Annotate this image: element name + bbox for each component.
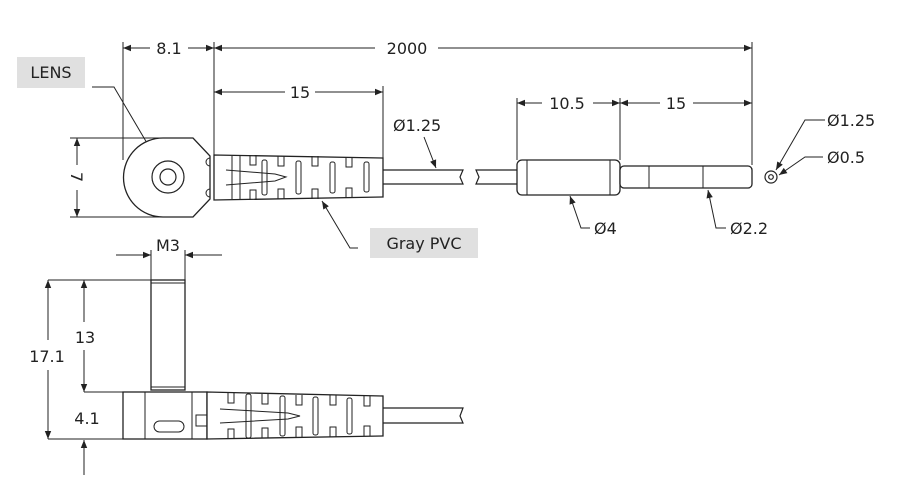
dim-thread: M3 xyxy=(156,236,180,255)
gray-pvc-leader xyxy=(321,200,358,249)
lens-inner xyxy=(159,168,177,186)
dim-thread-height: 13 xyxy=(75,328,95,347)
dim-head-height: 7 xyxy=(67,172,86,182)
head-notches xyxy=(205,157,211,198)
boot-ribs xyxy=(219,393,371,439)
dim-tube-diameter: Ø2.2 xyxy=(730,219,768,238)
dim-cable-diameter: Ø1.25 xyxy=(393,116,441,135)
lens-label-bg xyxy=(17,57,85,88)
body-slot xyxy=(153,420,185,433)
fiber-end-outer xyxy=(764,170,778,184)
dim-ferrule-diameter: Ø4 xyxy=(594,219,617,238)
dim-end-core-diameter: Ø0.5 xyxy=(827,148,865,167)
fiber-end-core xyxy=(768,174,774,180)
threaded-shaft xyxy=(150,279,186,391)
dim-tube-length: 15 xyxy=(666,94,686,113)
gray-pvc-label: Gray PVC xyxy=(386,234,461,253)
dim-cable-length: 2000 xyxy=(387,39,428,58)
cable xyxy=(383,169,464,185)
cable-boot xyxy=(213,154,384,201)
side-view: M3 17.1 13 4.1 xyxy=(29,236,464,475)
cable-end xyxy=(475,169,517,185)
leader-line xyxy=(569,195,590,229)
leader-line xyxy=(778,156,823,176)
leader-line xyxy=(775,119,825,171)
lens-label: LENS xyxy=(30,63,71,82)
lens-outer xyxy=(151,160,185,194)
sensor-head xyxy=(122,137,211,218)
dim-boot-length: 15 xyxy=(290,83,310,102)
dim-body-height: 4.1 xyxy=(74,409,99,428)
cable-boot xyxy=(206,391,384,440)
top-view: 8.1 2000 15 LENS 7 xyxy=(17,39,875,258)
cable xyxy=(383,407,464,424)
leader-line xyxy=(423,136,437,169)
dim-ferrule-length: 10.5 xyxy=(549,94,585,113)
dim-total-height: 17.1 xyxy=(29,347,65,366)
boot-ribs xyxy=(225,155,370,200)
tube xyxy=(619,165,753,189)
dim-head-length: 8.1 xyxy=(156,39,181,58)
ferrule xyxy=(516,159,621,196)
dim-end-outer-diameter: Ø1.25 xyxy=(827,111,875,130)
gray-pvc-label-bg xyxy=(370,228,478,258)
leader-line xyxy=(706,189,726,229)
